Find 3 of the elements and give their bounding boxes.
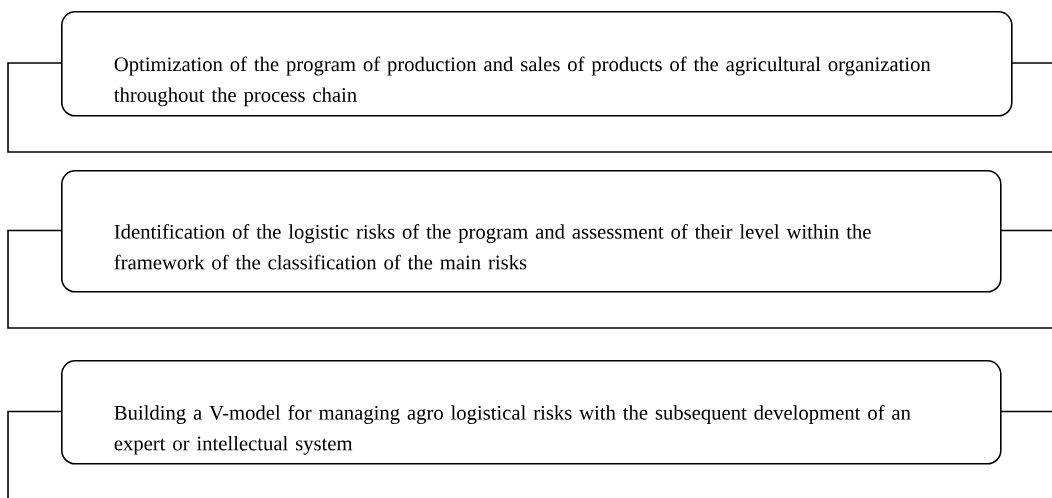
process-box: Building a V-model for managing agro logistical risks with the subsequent development of an expert or intellectual system: [61, 360, 1002, 465]
process-box: Identification of the logistic risks of the program and assessment of their level within the framework of the classification of the main risks: [61, 170, 1002, 293]
process-box: Optimization of the program of production and sales of products of the agricultural organization throughout the process chain: [61, 11, 1013, 117]
